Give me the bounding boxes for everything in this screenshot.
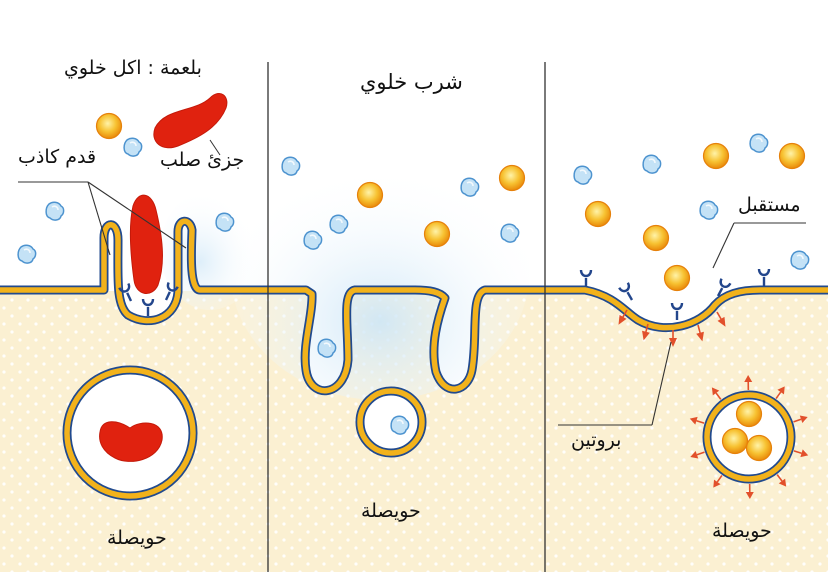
small-molecule-icon bbox=[791, 251, 809, 269]
ligand-sphere-icon bbox=[723, 429, 748, 454]
phagocytosis-vesicle-label: حويصلة bbox=[107, 529, 167, 548]
small-molecule-icon bbox=[282, 157, 300, 175]
small-molecule-icon bbox=[643, 155, 661, 173]
small-molecule-icon bbox=[574, 166, 592, 184]
ligand-sphere-icon bbox=[665, 266, 690, 291]
pinocytosis-vesicle-label: حويصلة bbox=[361, 502, 421, 521]
small-molecule-icon bbox=[461, 178, 479, 196]
small-molecule-icon bbox=[216, 213, 234, 231]
small-molecule-icon bbox=[304, 231, 322, 249]
small-molecule-icon bbox=[330, 215, 348, 233]
phagocytosis-title: بلعمة : اكل خلوي bbox=[64, 59, 202, 78]
receptor-vesicle-label: حويصلة bbox=[712, 522, 772, 541]
ligand-sphere-icon bbox=[97, 114, 122, 139]
small-molecule-icon bbox=[46, 202, 64, 220]
small-molecule-icon bbox=[124, 138, 142, 156]
receptor-label: مستقبل bbox=[738, 196, 801, 215]
ligand-sphere-icon bbox=[737, 402, 762, 427]
pinocytosis-title: شرب خلوي bbox=[360, 72, 463, 93]
small-molecule-icon bbox=[700, 201, 718, 219]
ligand-sphere-icon bbox=[358, 183, 383, 208]
small-molecule-icon bbox=[18, 245, 36, 263]
small-molecule-icon bbox=[318, 339, 336, 357]
small-molecule-icon bbox=[750, 134, 768, 152]
ligand-sphere-icon bbox=[586, 202, 611, 227]
ligand-sphere-icon bbox=[704, 144, 729, 169]
ligand-sphere-icon bbox=[500, 166, 525, 191]
small-molecule-icon bbox=[391, 416, 409, 434]
solid-particle-label: جزئ صلب bbox=[160, 151, 244, 170]
ligand-sphere-icon bbox=[747, 436, 772, 461]
ligand-sphere-icon bbox=[425, 222, 450, 247]
fluid-haze bbox=[230, 140, 530, 400]
ligand-sphere-icon bbox=[644, 226, 669, 251]
protein-label: بروتين bbox=[571, 431, 621, 450]
ligand-sphere-icon bbox=[780, 144, 805, 169]
pseudopod-label: قدم كاذب bbox=[18, 148, 96, 167]
small-molecule-icon bbox=[501, 224, 519, 242]
